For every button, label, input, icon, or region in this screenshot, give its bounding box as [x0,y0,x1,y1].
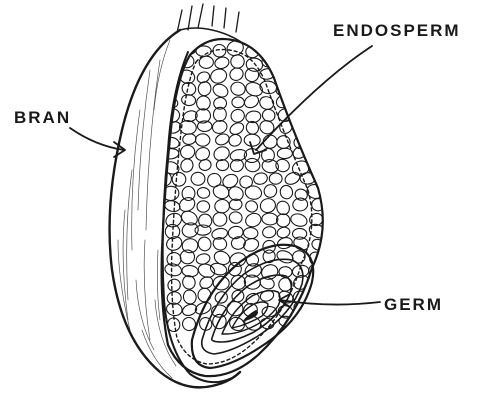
endosperm-cell [209,67,229,86]
endosperm-cell [310,81,326,98]
endosperm-cell [311,43,325,57]
endosperm-cell [310,147,327,163]
endosperm-cell [307,135,325,149]
endosperm-cell [227,133,243,149]
endosperm-cell [311,317,325,329]
endosperm-cell [279,184,294,200]
endosperm-cell [206,172,222,189]
endosperm-cell [262,226,277,239]
endosperm-cell [163,148,180,160]
endosperm-cell [283,170,302,186]
endosperm-cell [191,172,206,186]
endosperm-cell [164,199,181,213]
endosperm-cell [197,81,212,97]
endosperm-cell [309,121,323,135]
endosperm-cell [243,227,258,239]
endosperm-cell [212,144,232,163]
endosperm-cell [309,68,326,83]
endosperm-cell [232,97,245,108]
endosperm-cell [269,173,282,184]
endosperm-cell [195,252,211,265]
endosperm-cell [196,46,211,56]
endosperm-cell [180,221,200,240]
endosperm-cell [195,134,210,147]
endosperm-cell [290,105,307,122]
endosperm-cell [259,197,278,215]
endosperm-cell [277,148,293,159]
endosperm-cell [197,200,210,212]
endosperm-cell [163,94,180,109]
endosperm-cell [229,107,246,124]
endosperm-cell [214,132,231,147]
endosperm-cell [197,288,211,303]
label-endosperm: ENDOSPERM [333,21,461,40]
endosperm-cell [310,237,326,252]
endosperm-cell [167,58,180,70]
endosperm-cell [179,157,195,174]
endosperm-cell [276,214,290,227]
endosperm-cell [170,170,188,188]
endosperm-cell [276,236,293,250]
endosperm-cell [295,315,310,331]
endosperm-cell [211,227,228,240]
endosperm-cell [179,144,195,160]
endosperm-cell [211,82,230,100]
endosperm-cell [166,277,182,293]
endosperm-cell [291,144,309,161]
endosperm-cell [310,56,327,69]
endosperm-cell [262,42,276,57]
endosperm-cell [244,120,260,137]
endosperm-cell [244,134,260,146]
endosperm-cell [214,55,231,70]
endosperm-cell [276,226,291,239]
endosperm-cell [258,118,277,136]
endosperm-cell [292,228,306,239]
endosperm-cell [244,199,260,214]
endosperm-pointer [256,46,372,150]
endosperm-cell [164,262,183,277]
endosperm-cell [244,211,263,229]
endosperm-cell [213,212,228,227]
endosperm-cell [292,69,308,86]
endosperm-cell [309,305,324,319]
endosperm-cell [275,69,291,82]
endosperm-cell [197,187,211,199]
endosperm-cell [229,148,248,162]
endosperm-cell [275,55,294,72]
endosperm-cell [292,41,308,58]
endosperm-cell [262,182,279,199]
endosperm-cell [213,44,226,57]
endosperm-cell [182,289,198,306]
endosperm-cell [228,211,242,224]
label-bran: BRAN [14,108,71,127]
endosperm-cell [309,95,322,108]
endosperm-cell [199,56,214,69]
endosperm-cell [244,184,263,200]
endosperm-cell [211,183,231,201]
endosperm-cell [308,106,328,124]
endosperm-cell [214,198,231,214]
endosperm-cell [289,54,308,71]
endosperm-cell [252,171,268,185]
endosperm-cell [196,212,214,230]
endosperm-cell [289,212,309,229]
endosperm-cell [163,136,180,149]
endosperm-cell [227,261,243,277]
bran-pointer [70,128,124,150]
endosperm-cell [229,80,247,97]
endosperm-cell [296,84,309,96]
endosperm-cell [263,135,277,149]
label-germ: GERM [384,295,443,314]
endosperm-cell [275,43,291,57]
endosperm-cells [155,38,328,333]
endosperm-cell [197,235,213,252]
endosperm-cell [228,66,245,83]
endosperm-cell [262,213,279,226]
